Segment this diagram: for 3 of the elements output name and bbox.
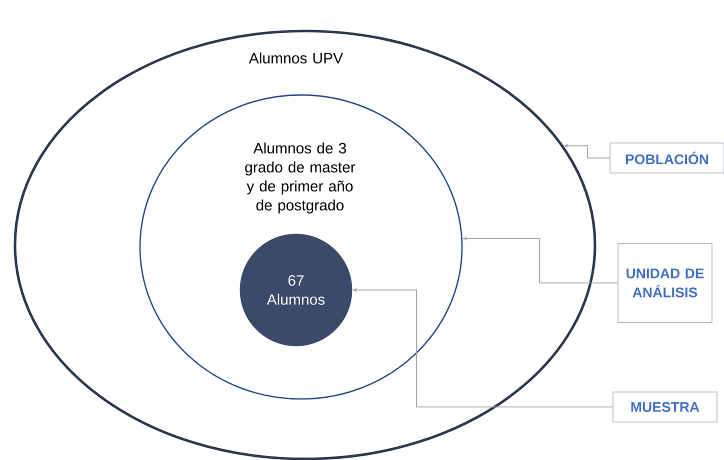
label-box: POBLACIÓN [610, 142, 724, 174]
label-box: MUESTRA [612, 391, 718, 422]
label-box: UNIDAD DE ANÁLISIS [618, 243, 712, 323]
